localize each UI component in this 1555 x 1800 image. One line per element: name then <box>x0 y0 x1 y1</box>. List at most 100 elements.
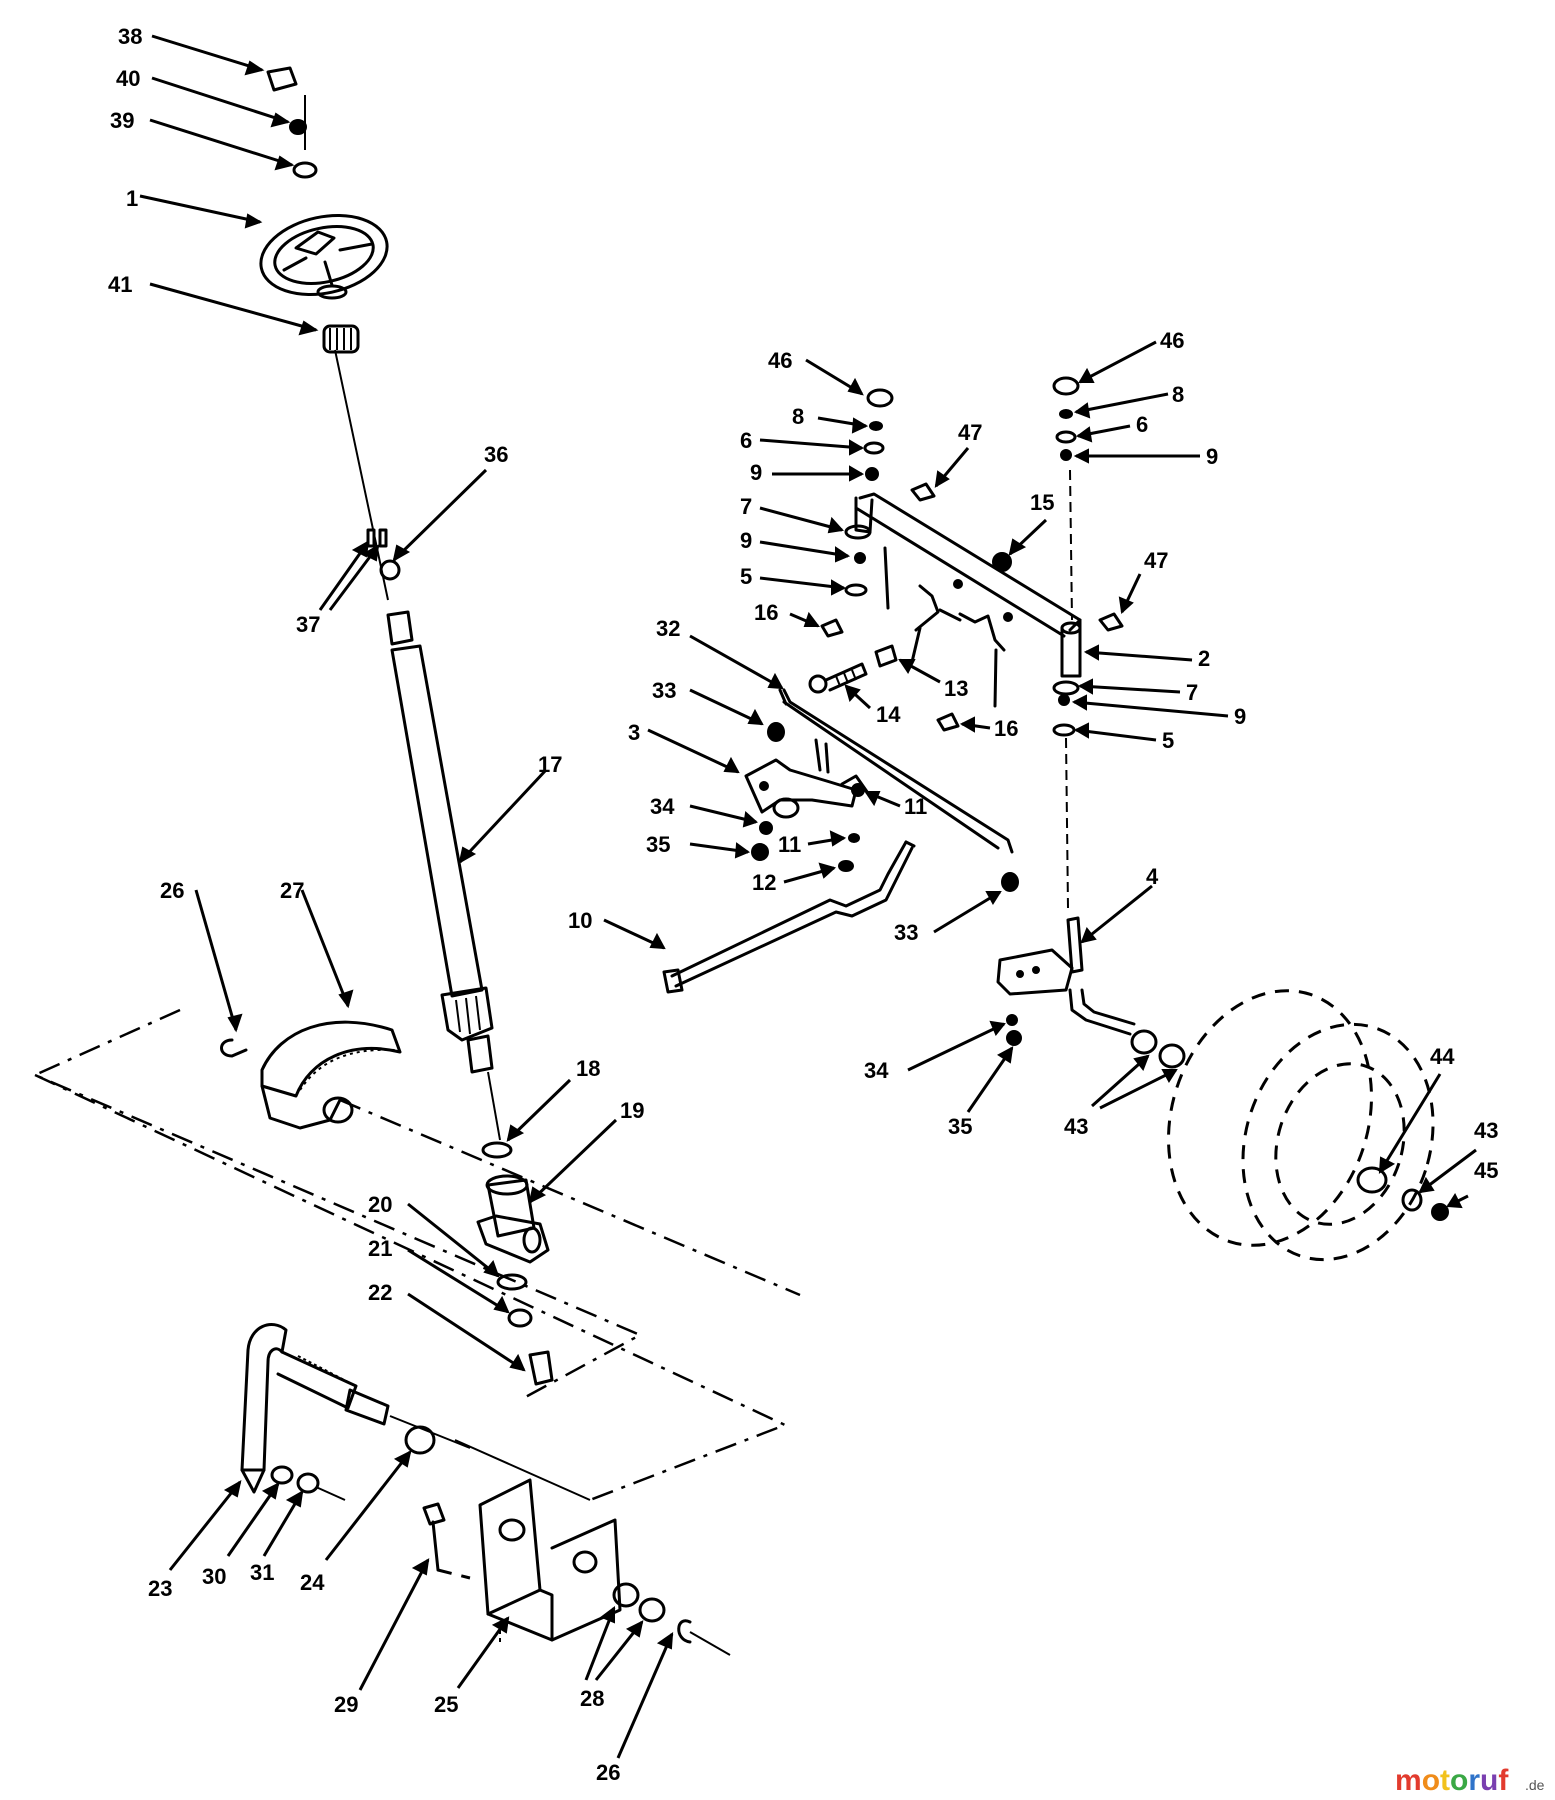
callout-28: 28 <box>580 1686 604 1711</box>
callout-36: 36 <box>484 442 508 467</box>
callout-44: 44 <box>1430 1044 1455 1069</box>
callout-31: 31 <box>250 1560 274 1585</box>
callout-37: 37 <box>296 612 320 637</box>
bearing-9-right-top <box>1060 449 1072 461</box>
front-axle-assembly <box>662 376 1186 1069</box>
pin-16-right <box>936 712 960 732</box>
washer-43-inner-1 <box>1130 1029 1158 1055</box>
callout-35-right: 35 <box>948 1114 972 1139</box>
cap-46-right <box>1052 376 1080 396</box>
sector-gear-assembly <box>31 1008 801 1502</box>
callout-27: 27 <box>280 878 304 903</box>
drag-link <box>240 1323 288 1472</box>
callout-33-left: 33 <box>652 678 676 703</box>
lower-washer <box>496 1273 528 1291</box>
watermark-letter: u <box>1480 1764 1498 1797</box>
callout-23: 23 <box>148 1576 172 1601</box>
nut-12 <box>838 860 854 872</box>
callout-7-right: 7 <box>1186 680 1198 705</box>
front-wheel <box>1167 989 1449 1262</box>
bracket-clip <box>677 1619 692 1644</box>
washer-5-left <box>844 583 868 597</box>
shaft-washer <box>481 1141 513 1159</box>
callout-numbers: 38 40 39 1 41 36 37 17 26 27 18 19 20 21… <box>108 24 1498 1785</box>
watermark-letter: m <box>1395 1764 1422 1797</box>
callout-2: 2 <box>1198 646 1210 671</box>
hub-cap-45 <box>1431 1203 1449 1221</box>
callout-9-left-bot: 9 <box>740 528 752 553</box>
callout-43-left: 43 <box>1064 1114 1088 1139</box>
callout-30: 30 <box>202 1564 226 1589</box>
callout-35-left: 35 <box>646 832 670 857</box>
link-bushing <box>404 1425 436 1455</box>
wheel-nut <box>289 119 307 135</box>
callout-26-top: 26 <box>160 878 184 903</box>
column-pins <box>366 528 401 581</box>
callout-13: 13 <box>944 676 968 701</box>
callout-43-right: 43 <box>1474 1118 1498 1143</box>
washer-43-outer <box>1401 1188 1423 1212</box>
tie-rod <box>778 688 1014 854</box>
tie-rod-nut-33-right <box>1001 872 1019 892</box>
callout-16-left: 16 <box>754 600 778 625</box>
nut-35-right <box>1006 1030 1022 1046</box>
callout-6-left: 6 <box>740 428 752 453</box>
washer-43-inner-2 <box>1158 1043 1186 1069</box>
callout-9-left-top: 9 <box>750 460 762 485</box>
callout-8-left: 8 <box>792 404 804 429</box>
spindle-7-right <box>1052 680 1080 696</box>
bearing-9-left-bot <box>854 552 866 564</box>
watermark-suffix: .de <box>1525 1777 1545 1793</box>
bushing-11 <box>851 783 865 797</box>
steering-wheel-assembly <box>259 66 554 1386</box>
callout-34-right: 34 <box>864 1058 889 1083</box>
bearing-9-left-top <box>865 467 879 481</box>
callout-41: 41 <box>108 272 132 297</box>
steering-arm <box>744 738 872 819</box>
nut-8-right <box>1059 409 1073 419</box>
callout-39: 39 <box>110 108 134 133</box>
motoruf-watermark: motoruf .de <box>1395 1764 1545 1797</box>
callout-32: 32 <box>656 616 680 641</box>
callout-5-right: 5 <box>1162 728 1174 753</box>
watermark-letter: o <box>1422 1764 1440 1797</box>
axle-beam <box>854 492 1082 708</box>
pin-47-left <box>910 482 936 502</box>
watermark-letter: t <box>1440 1764 1450 1797</box>
callout-29: 29 <box>334 1692 358 1717</box>
callout-11-top: 11 <box>904 794 927 819</box>
spindle-7-left <box>844 524 872 540</box>
nut-34-left <box>759 821 773 835</box>
nut-8-left <box>869 421 883 431</box>
washer-6-right <box>1055 430 1077 444</box>
axle-pivot-bolt <box>992 552 1012 572</box>
shaft-bearing-housing <box>476 1174 550 1264</box>
bracket-washer-1 <box>612 1582 640 1608</box>
steering-shaft <box>386 610 501 1141</box>
callout-8-right: 8 <box>1172 382 1184 407</box>
callout-19: 19 <box>620 1098 644 1123</box>
callout-10: 10 <box>568 908 592 933</box>
callout-20: 20 <box>368 1192 392 1217</box>
callout-25: 25 <box>434 1692 458 1717</box>
callout-14: 14 <box>876 702 901 727</box>
lower-bolt <box>528 1350 554 1386</box>
tie-rod-nut-33-left <box>767 722 785 742</box>
callout-47-left: 47 <box>958 420 982 445</box>
callout-46-right: 46 <box>1160 328 1184 353</box>
callout-18: 18 <box>576 1056 600 1081</box>
watermark-letter: f <box>1498 1764 1509 1797</box>
callout-17: 17 <box>538 752 562 777</box>
wheel-washer <box>292 161 318 179</box>
spindle-4 <box>996 916 1136 1036</box>
callout-16-right: 16 <box>994 716 1018 741</box>
callout-4: 4 <box>1146 864 1159 889</box>
callout-21: 21 <box>368 1236 392 1261</box>
spacer-13 <box>874 644 898 668</box>
callout-26-bottom: 26 <box>596 1760 620 1785</box>
bracket-washer-2 <box>638 1597 666 1623</box>
link-washer-30 <box>270 1465 294 1485</box>
callout-1: 1 <box>126 186 138 211</box>
